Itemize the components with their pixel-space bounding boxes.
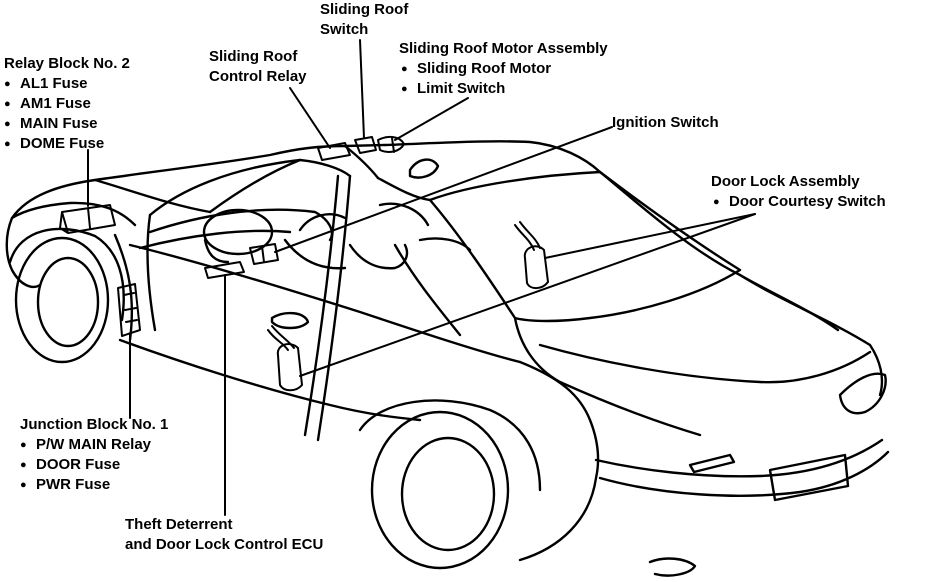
junction-block-title: Junction Block No. 1	[20, 416, 169, 433]
rear-seat	[378, 202, 472, 252]
junction-block-item: P/W MAIN Relay	[20, 435, 168, 455]
door-lock-rear-component	[514, 221, 549, 290]
steering-column	[203, 238, 230, 264]
leader-lines	[87, 39, 756, 516]
car-trunk	[513, 273, 884, 437]
relay-block-item: AM1 Fuse	[4, 94, 130, 114]
sliding-roof-switch-label: Sliding Roof Switch	[320, 0, 408, 40]
car-side-window	[376, 176, 462, 337]
ignition-switch-label: Ignition Switch	[612, 113, 719, 133]
theft-deterrent-ecu-label: Theft Deterrent and Door Lock Control EC…	[125, 515, 323, 555]
relay-block-item: AL1 Fuse	[4, 74, 130, 94]
door-lock-assembly-item: Door Courtesy Switch	[711, 192, 886, 212]
leader-sliding-roof-switch	[359, 39, 365, 139]
relay-block-component	[59, 204, 116, 234]
ignition-switch-title: Ignition Switch	[612, 114, 719, 131]
door-lock-front-component	[267, 325, 303, 392]
front-wheel-inner	[36, 256, 100, 348]
car-windshield	[148, 158, 352, 217]
front-seat	[283, 213, 409, 270]
front-wheel-outer	[14, 236, 110, 364]
relay-block-item: DOME Fuse	[4, 134, 130, 154]
car-roofline	[10, 140, 840, 332]
relay-block-label: Relay Block No. 2 AL1 Fuse AM1 Fuse MAIN…	[4, 54, 130, 154]
door-lock-assembly-title: Door Lock Assembly	[711, 173, 860, 190]
sliding-roof-switch-line: Sliding Roof	[320, 1, 409, 18]
car-trunk-lid	[538, 343, 872, 384]
car-exhaust	[648, 557, 697, 577]
relay-block-item: MAIN Fuse	[4, 114, 130, 134]
relay-block-title: Relay Block No. 2	[4, 55, 130, 72]
junction-block-label: Junction Block No. 1 P/W MAIN Relay DOOR…	[20, 415, 168, 495]
car-cowl	[93, 178, 212, 214]
car-tail-light-right	[838, 372, 887, 415]
leader-door-lock-front	[299, 213, 756, 377]
car-front	[5, 201, 137, 289]
car-b-pillar	[303, 174, 352, 442]
car-rear-window	[428, 170, 742, 323]
junction-block-item: PWR Fuse	[20, 475, 168, 495]
steering-wheel	[202, 208, 274, 256]
theft-deterrent-ecu-line: Theft Deterrent	[125, 516, 233, 533]
car-license-plate	[768, 453, 850, 502]
car-belt-line	[128, 243, 522, 364]
car-a-pillar	[208, 144, 380, 214]
leader-sliding-roof-control-relay	[289, 87, 331, 149]
car-interior	[138, 202, 472, 270]
sliding-roof-switch-component	[354, 136, 377, 154]
sliding-roof-control-relay-label: Sliding Roof Control Relay	[209, 47, 307, 87]
theft-deterrent-ecu-component	[204, 261, 245, 279]
sliding-roof-motor-component	[377, 135, 405, 153]
rear-wheel-inner	[400, 436, 496, 552]
sliding-roof-control-relay-line: Control Relay	[209, 68, 307, 85]
sliding-roof-motor-assembly-item: Sliding Roof Motor	[399, 59, 608, 79]
sliding-roof-motor-assembly-title: Sliding Roof Motor Assembly	[399, 40, 608, 57]
leader-door-lock-rear	[544, 213, 756, 259]
car-tail-light-inner	[688, 453, 736, 474]
car-door-handle	[270, 311, 310, 330]
car-side-mirror	[408, 158, 440, 179]
sliding-roof-motor-assembly-label: Sliding Roof Motor Assembly Sliding Roof…	[399, 39, 608, 99]
sliding-roof-switch-line: Switch	[320, 21, 369, 38]
leader-ignition-switch	[274, 126, 613, 253]
car-rocker	[118, 338, 422, 422]
junction-block-item: DOOR Fuse	[20, 455, 168, 475]
front-wheel-arch	[8, 227, 125, 322]
rear-wheel-arch	[358, 399, 542, 492]
components	[59, 135, 549, 392]
sliding-roof-control-relay-component	[317, 142, 351, 161]
car-rear-quarter	[518, 360, 600, 562]
theft-deterrent-ecu-line: and Door Lock Control ECU	[125, 536, 324, 553]
car-body	[5, 140, 890, 577]
junction-block-component	[117, 283, 141, 337]
sliding-roof-control-relay-line: Sliding Roof	[209, 48, 298, 65]
sliding-roof-motor-assembly-item: Limit Switch	[399, 79, 608, 99]
leader-sliding-roof-motor	[394, 97, 469, 141]
ignition-switch-component	[249, 243, 279, 265]
car-rear-bumper	[594, 438, 890, 497]
dashboard	[138, 208, 334, 250]
door-lock-assembly-label: Door Lock Assembly Door Courtesy Switch	[711, 172, 886, 212]
rear-wheel-outer	[370, 410, 510, 570]
car-wheels	[8, 227, 542, 570]
